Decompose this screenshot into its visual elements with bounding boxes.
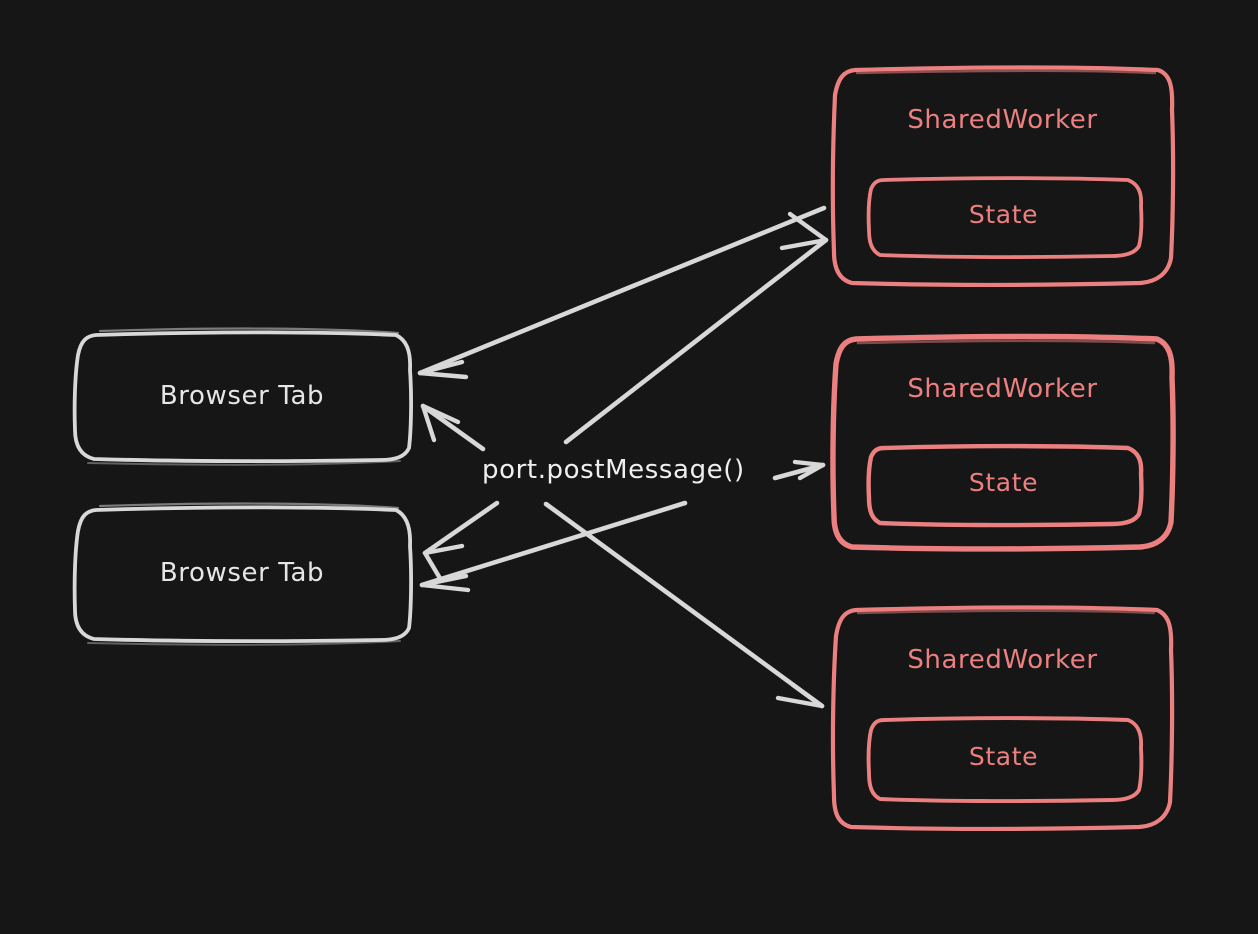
browser-tab-2-box[interactable]	[72, 502, 413, 646]
browser-tab-1-box[interactable]	[72, 327, 413, 466]
state-2-box[interactable]	[866, 443, 1144, 528]
edge-hub-to-worker1	[563, 211, 829, 445]
shared-worker-1-box[interactable]	[830, 65, 1176, 287]
edge-worker1-to-tab1	[417, 205, 827, 380]
edge-hub-to-worker2	[772, 459, 826, 481]
edge-hub-to-tab1	[420, 403, 486, 452]
state-3-box[interactable]	[866, 716, 1144, 804]
state-1-box[interactable]	[866, 176, 1144, 259]
edge-hub-to-tab2	[422, 500, 500, 583]
shared-worker-2-box[interactable]	[830, 333, 1176, 552]
shared-worker-3-box[interactable]	[830, 605, 1175, 831]
edge-worker3side-to-tab2	[419, 500, 688, 593]
edge-hub-to-worker3	[543, 501, 825, 709]
